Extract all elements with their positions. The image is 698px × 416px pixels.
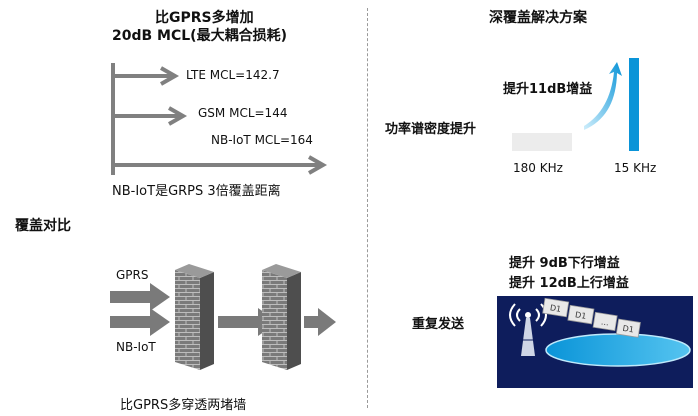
lte-arrow bbox=[113, 66, 180, 86]
wall-1 bbox=[175, 264, 214, 370]
gsm-mcl-label: GSM MCL=144 bbox=[198, 106, 288, 120]
right-title: 深覆盖解决方案 bbox=[489, 10, 587, 26]
walls-scene bbox=[110, 264, 336, 370]
repetition-scene: D1 D1 ... D1 bbox=[497, 296, 693, 388]
bar-180khz bbox=[512, 133, 572, 151]
repeat-label: 重复发送 bbox=[412, 317, 465, 332]
gprs-arrow bbox=[110, 283, 170, 311]
gprs-label: GPRS bbox=[116, 268, 149, 282]
packet-ellipsis: ... bbox=[601, 317, 610, 327]
gsm-arrow bbox=[113, 106, 188, 126]
mcl-caption: NB-IoT是GRPS 3倍覆盖距离 bbox=[112, 184, 281, 199]
psd-label: 功率谱密度提升 bbox=[385, 122, 477, 137]
bw-180khz-label: 180 KHz bbox=[513, 161, 563, 175]
nbiot-mcl-label: NB-IoT MCL=164 bbox=[211, 133, 313, 147]
packet-d1-c: D1 bbox=[622, 324, 635, 335]
packet-stream: D1 D1 ... D1 bbox=[542, 297, 641, 338]
panel-divider bbox=[367, 8, 368, 408]
left-title-line2: 20dB MCL(最大耦合损耗) bbox=[112, 28, 287, 44]
lte-mcl-label: LTE MCL=142.7 bbox=[186, 68, 280, 82]
nbiot-arrow bbox=[113, 155, 328, 175]
wall-2 bbox=[262, 264, 301, 370]
gain-curve-arrow bbox=[584, 62, 622, 130]
bw-15khz-label: 15 KHz bbox=[614, 161, 657, 175]
walls-caption: 比GPRS多穿透两堵墙 bbox=[120, 398, 247, 413]
nbiot-arrow-3 bbox=[304, 308, 336, 336]
left-title-line1: 比GPRS多增加 bbox=[155, 10, 254, 26]
antenna-tower-icon bbox=[509, 303, 547, 356]
gain-9db-label: 提升 9dB下行增益 bbox=[509, 256, 620, 271]
gain-12db-label: 提升 12dB上行增益 bbox=[509, 276, 629, 291]
psd-chart bbox=[512, 58, 639, 151]
nbiot-label: NB-IoT bbox=[116, 340, 156, 354]
packet-d1-a: D1 bbox=[549, 303, 562, 314]
mcl-arrows bbox=[111, 63, 328, 175]
coverage-section-label: 覆盖对比 bbox=[15, 218, 71, 234]
packet-d1-b: D1 bbox=[574, 310, 587, 321]
bar-15khz bbox=[629, 58, 639, 151]
coverage-ellipse bbox=[546, 334, 690, 366]
nbiot-arrow-1 bbox=[110, 308, 170, 336]
gain-11db-label: 提升11dB增益 bbox=[503, 82, 593, 97]
